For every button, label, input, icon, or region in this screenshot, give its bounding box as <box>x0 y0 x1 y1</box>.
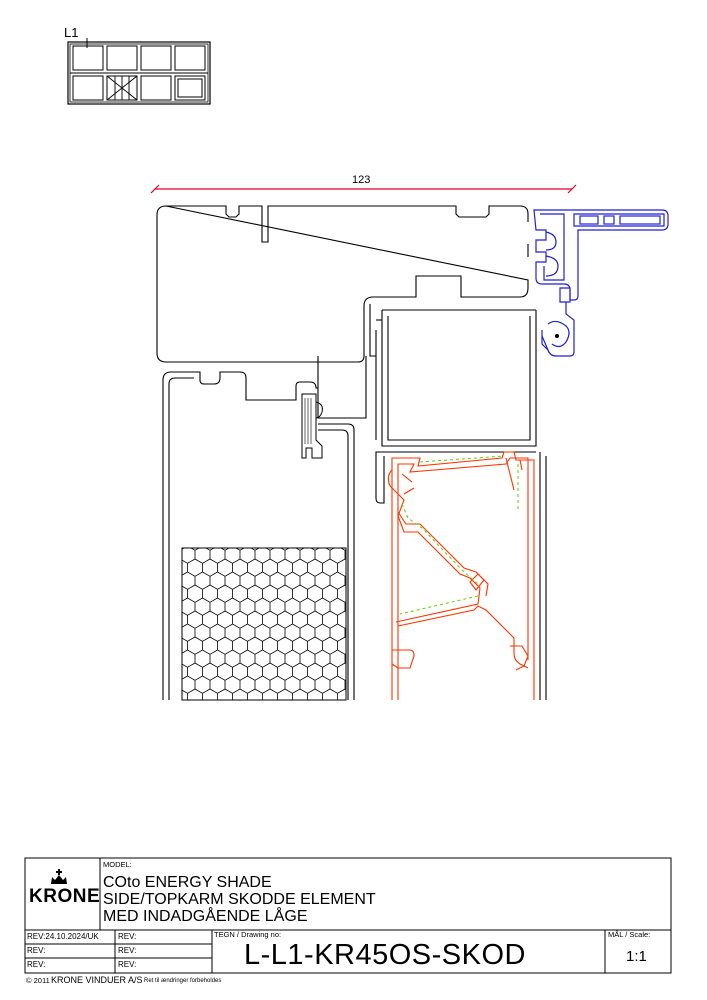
drawing-no-label: TEGN / Drawing no: <box>214 930 282 939</box>
scale-label: MÅL / Scale: <box>608 930 651 939</box>
sash-gasket-clip <box>301 393 323 459</box>
title-line-1: COto ENERGY SHADE <box>103 874 272 891</box>
key-plan-marked-pane <box>106 75 138 101</box>
top-frame <box>156 205 529 363</box>
footer-copyright: © 2011 <box>26 976 50 985</box>
title-line-2: SIDE/TOPKARM SKODDE ELEMENT <box>103 891 376 908</box>
key-plan <box>67 38 211 105</box>
footer-note: Ret til ændringer forbeholdes <box>144 978 222 984</box>
scale-value: 1:1 <box>626 948 647 965</box>
rev-left-1: REV:24.10.2024/UK <box>27 932 99 941</box>
dimension-value: 123 <box>352 174 371 186</box>
rev-left-3: REV: <box>27 960 46 969</box>
crown-logo <box>51 869 67 884</box>
key-plan-label: L1 <box>64 25 79 40</box>
brand-logo-text: KRONE <box>29 886 101 907</box>
thermal-break <box>399 455 519 615</box>
dimension-line <box>150 184 577 194</box>
blue-cover-profile <box>533 209 669 357</box>
rev-left-2: REV: <box>27 946 46 955</box>
title-line-3: MED INDADGÅENDE LÅGE <box>103 908 308 925</box>
rev-right-2: REV: <box>118 946 137 955</box>
model-label: MODEL: <box>103 860 132 869</box>
aluminium-profile <box>387 451 535 700</box>
drawing-number: L-L1-KR45OS-SKOD <box>244 939 526 971</box>
rev-right-3: REV: <box>118 960 137 969</box>
rev-right-1: REV: <box>118 932 137 941</box>
title-block-frame <box>24 857 672 974</box>
sash-profile <box>162 356 367 701</box>
footer-company: KRONE VINDUER A/S <box>51 975 143 985</box>
frame-box <box>375 309 547 700</box>
